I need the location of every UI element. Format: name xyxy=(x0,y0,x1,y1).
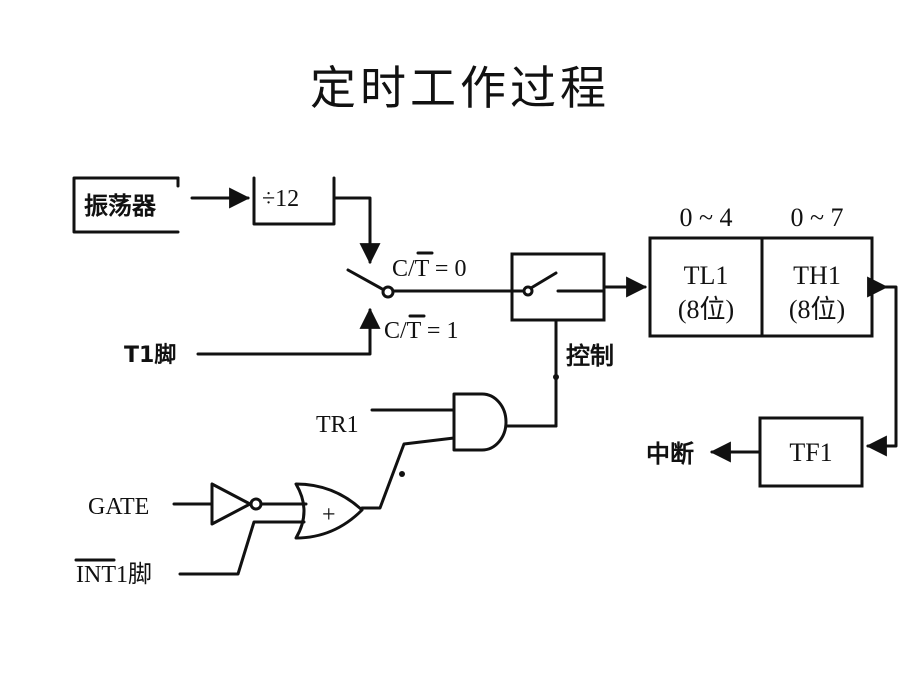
inverter-gate xyxy=(210,482,252,526)
page-title: 定时工作过程 xyxy=(310,61,610,115)
t1-pin-line xyxy=(196,307,381,356)
divider-to-switch-line xyxy=(332,196,381,265)
tl1-register: TL1 (8位) xyxy=(648,236,764,338)
control-label: 控制 xyxy=(566,342,614,370)
th1-register: TH1 (8位) xyxy=(760,236,874,338)
divider-label: ÷12 xyxy=(262,186,299,212)
mode-switch xyxy=(346,268,395,299)
tl1-name: TL1 xyxy=(684,261,729,290)
oscillator-block: 振荡器 xyxy=(72,176,180,234)
tl1-bits: (8位) xyxy=(678,295,734,324)
tf1-flag: TF1 xyxy=(758,416,864,488)
or-to-and-line xyxy=(360,436,456,510)
gate-label: GATE xyxy=(88,494,149,520)
tr1-label: TR1 xyxy=(316,412,359,438)
and-gate xyxy=(452,392,508,452)
t1-pin-label: T1脚 xyxy=(124,343,176,368)
int1-line xyxy=(178,520,306,576)
th1-bits: (8位) xyxy=(789,295,845,324)
interrupt-label: 中断 xyxy=(646,440,694,468)
th1-range: 0 ~ 7 xyxy=(790,203,843,232)
th1-name: TH1 xyxy=(793,261,841,290)
control-switch-block xyxy=(510,252,606,322)
divider-block: ÷12 xyxy=(252,176,336,226)
tl1-range: 0 ~ 4 xyxy=(679,203,732,232)
tf1-label: TF1 xyxy=(789,438,832,467)
or-gate xyxy=(294,482,364,540)
mode-ct0-label: C/T = 0 xyxy=(392,256,466,282)
or-symbol: + xyxy=(322,502,336,528)
int1-pin-label: INT1脚 xyxy=(76,561,152,588)
oscillator-label: 振荡器 xyxy=(84,192,157,220)
mode-ct1-label: C/T = 1 xyxy=(384,318,458,344)
